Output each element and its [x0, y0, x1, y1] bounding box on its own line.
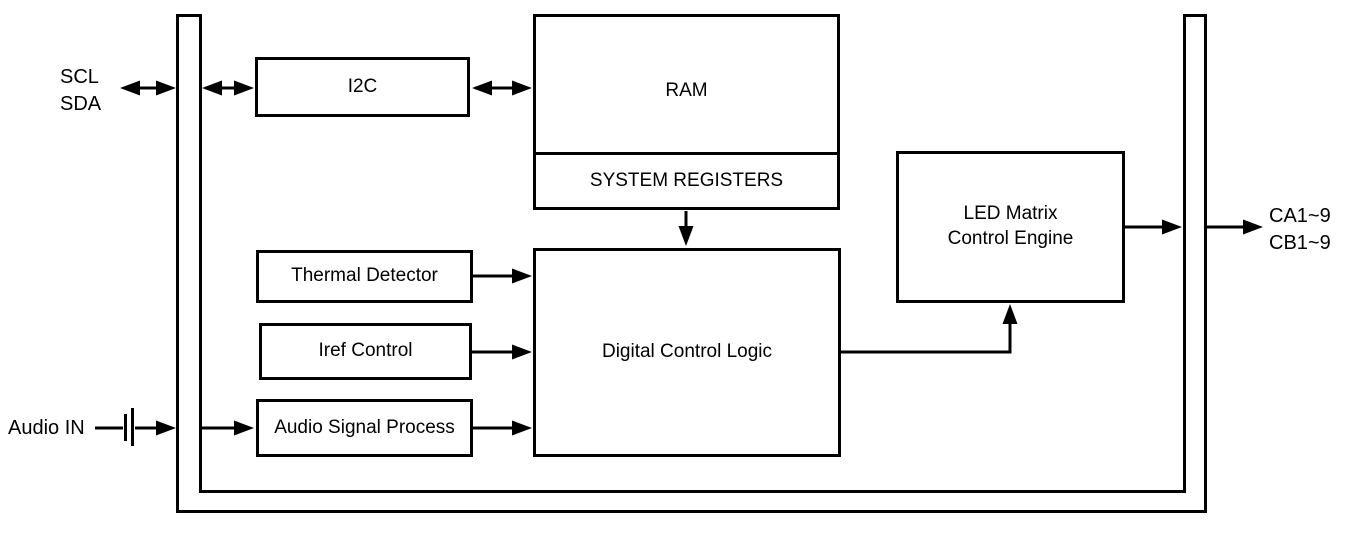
block-led-matrix-label: LED Matrix Control Engine: [948, 202, 1074, 251]
bus-frame-inner: [199, 14, 1186, 493]
bus-frame: [176, 14, 1207, 513]
arrow-thermal-dcl: [473, 268, 532, 284]
pin-label-ca: CA1~9: [1269, 205, 1331, 227]
arrowhead-right: [1162, 219, 1182, 235]
arrow-bus-i2c: [202, 80, 254, 96]
arrowhead-up: [1002, 304, 1018, 324]
arrowhead-right: [234, 80, 254, 96]
arrow-audioin-bus: [95, 408, 176, 446]
arrow-scl-sda-bus: [120, 80, 176, 96]
bus-frame-outer: [176, 14, 1207, 513]
arrow-iref-dcl: [472, 344, 532, 360]
arrowhead-left: [202, 80, 222, 96]
arrow-sysreg-dcl: [678, 211, 694, 246]
block-i2c-label: I2C: [347, 75, 378, 97]
arrowhead-right: [1243, 219, 1263, 235]
capacitor-icon: [124, 408, 134, 446]
block-iref-control-label: Iref Control: [318, 340, 413, 362]
pin-label-sda: SDA: [60, 93, 102, 115]
arrowhead-right: [234, 420, 254, 436]
pin-label-scl-sda: SCL SDA: [60, 64, 101, 118]
pin-label-scl: SCL: [60, 66, 99, 88]
arrow-led-bus: [1125, 219, 1182, 235]
block-thermal-detector-label: Thermal Detector: [291, 265, 438, 287]
arrow-i2c-ram: [472, 80, 532, 96]
arrowhead-right: [156, 80, 176, 96]
block-iref-control: Iref Control: [259, 323, 472, 380]
block-digital-control-logic-label: Digital Control Logic: [601, 341, 773, 363]
arrowhead-right: [156, 420, 176, 436]
arrow-bus-audioproc: [202, 420, 254, 436]
block-system-registers-label: SYSTEM REGISTERS: [589, 169, 784, 191]
block-thermal-detector: Thermal Detector: [256, 250, 473, 303]
pin-label-audio-in-text: Audio IN: [8, 417, 85, 439]
arrow-dcl-led: [841, 304, 1018, 354]
block-led-matrix-label-line2: Control Engine: [947, 228, 1074, 249]
block-audio-signal-process: Audio Signal Process: [256, 399, 473, 457]
block-i2c: I2C: [255, 57, 470, 117]
pin-label-audio-in: Audio IN: [8, 415, 85, 441]
block-led-matrix-control-engine: LED Matrix Control Engine: [896, 151, 1125, 303]
block-ram: RAM: [536, 17, 837, 155]
block-system-registers: SYSTEM REGISTERS: [536, 155, 837, 207]
block-ram-label: RAM: [665, 80, 708, 102]
pin-label-ca-cb: CA1~9 CB1~9: [1269, 203, 1331, 257]
arrowhead-left: [472, 80, 492, 96]
block-audio-signal-process-label: Audio Signal Process: [274, 416, 455, 438]
arrowhead-down: [678, 226, 694, 246]
arrowhead-right: [512, 420, 532, 436]
block-ram-system-registers: RAM SYSTEM REGISTERS: [533, 14, 840, 210]
pin-label-cb: CB1~9: [1269, 232, 1331, 254]
arrow-bus-ca-cb: [1207, 219, 1263, 235]
block-digital-control-logic: Digital Control Logic: [533, 248, 841, 457]
arrowhead-right: [512, 80, 532, 96]
arrowhead-right: [512, 344, 532, 360]
block-led-matrix-label-line1: LED Matrix: [963, 203, 1058, 225]
arrowhead-left: [120, 80, 140, 96]
arrowhead-right: [512, 268, 532, 284]
arrow-audioproc-dcl: [473, 420, 532, 436]
